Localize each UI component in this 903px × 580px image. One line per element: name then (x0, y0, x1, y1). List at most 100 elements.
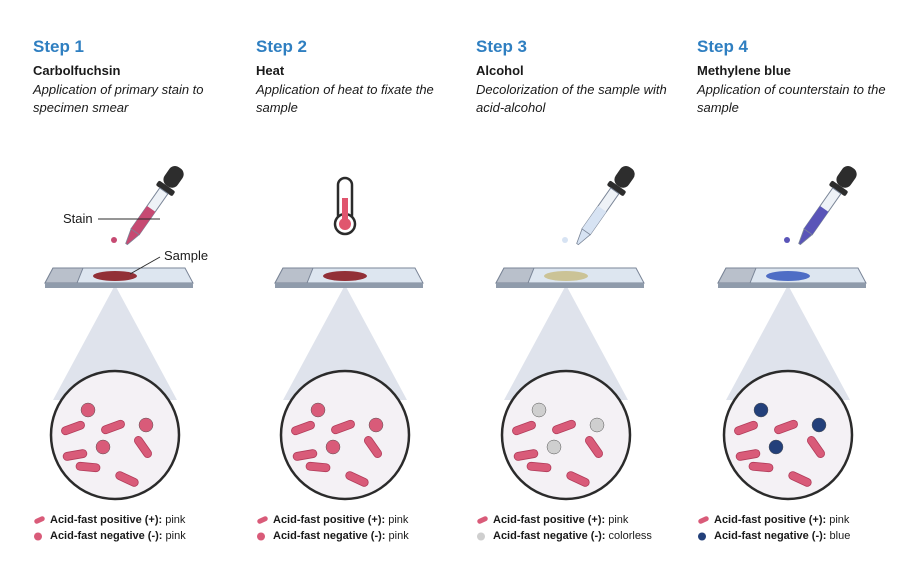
coccus-icon (34, 532, 42, 541)
acid-fast-rod (364, 436, 382, 458)
sample-smear (766, 271, 810, 281)
non-acid-fast-coccus (80, 402, 96, 418)
non-acid-fast-coccus (589, 417, 605, 433)
step-2-illustration (274, 176, 424, 501)
step-description: Application of counterstain to the sampl… (697, 82, 886, 115)
stain-drop (784, 237, 790, 243)
legend-positive-value: pink (388, 514, 409, 526)
stain-drop (562, 237, 568, 243)
non-acid-fast-coccus (546, 439, 562, 455)
reagent-name: Carbolfuchsin (33, 63, 121, 78)
magnification-cone (53, 285, 177, 400)
step-title: Step 4 (697, 37, 749, 56)
coccus-icon (257, 532, 265, 541)
step-title: Step 2 (256, 37, 308, 56)
sample-smear (544, 271, 588, 281)
acid-fast-rod (748, 461, 774, 473)
dropper-icon (576, 166, 635, 246)
step-description: Application of primary stain to specimen… (33, 82, 204, 115)
legend-positive: Acid-fast positive (+): pink (256, 513, 408, 527)
step-1-illustration (44, 166, 194, 501)
legend-positive-value: pink (608, 514, 629, 526)
legend-positive: Acid-fast positive (+): pink (476, 513, 628, 527)
acid-fast-rod (134, 436, 152, 458)
acid-fast-rod (345, 471, 369, 487)
legend-negative: Acid-fast negative (-): colorless (476, 529, 652, 543)
rod-icon (477, 515, 488, 524)
acid-fast-rod (734, 420, 758, 436)
legend-negative: Acid-fast negative (-): pink (256, 529, 409, 543)
sample-callout-line (129, 256, 161, 275)
acid-fast-rod (75, 461, 101, 473)
rod-icon (257, 515, 268, 524)
legend-positive-label: Acid-fast positive (+): (50, 514, 163, 526)
legend-negative-label: Acid-fast negative (-): (493, 530, 606, 542)
reagent-name: Alcohol (476, 63, 524, 78)
legend-negative-label: Acid-fast negative (-): (273, 530, 386, 542)
step-title: Step 3 (476, 37, 528, 56)
legend-negative-value: colorless (608, 530, 652, 542)
non-acid-fast-coccus (811, 417, 827, 433)
legend-positive-label: Acid-fast positive (+): (493, 514, 606, 526)
acid-fast-rod (62, 449, 88, 461)
coccus-icon (698, 532, 706, 541)
non-acid-fast-coccus (531, 402, 547, 418)
step-4-illustration (717, 166, 867, 501)
legend-negative: Acid-fast negative (-): pink (33, 529, 186, 543)
sample-smear (323, 271, 367, 281)
non-acid-fast-coccus (95, 439, 111, 455)
acid-fast-rod (788, 471, 812, 487)
acid-fast-rod (585, 436, 603, 458)
legend-positive: Acid-fast positive (+): pink (697, 513, 849, 527)
acid-fast-rod (331, 419, 355, 435)
acid-fast-rod (807, 436, 825, 458)
thermometer-icon (333, 176, 357, 236)
legend-negative-value: blue (829, 530, 851, 542)
legend-positive: Acid-fast positive (+): pink (33, 513, 185, 527)
magnification-cone (504, 285, 628, 400)
step-4-column: Step 4 Methylene blue Application of cou… (697, 0, 903, 580)
reagent-name: Methylene blue (697, 63, 791, 78)
step-description: Decolorization of the sample with acid-a… (476, 82, 667, 115)
step-title: Step 1 (33, 37, 85, 56)
acid-fast-rod (526, 461, 552, 473)
acid-fast-rod (513, 449, 539, 461)
sample-smear (93, 271, 137, 281)
magnification-cone (283, 285, 407, 400)
acid-fast-rod (61, 420, 85, 436)
dropper-icon (125, 166, 184, 246)
sample-label: Sample (164, 248, 209, 263)
legend-positive-value: pink (165, 514, 186, 526)
legend-positive-label: Acid-fast positive (+): (273, 514, 386, 526)
stain-label: Stain (63, 211, 93, 226)
acid-fast-rod (101, 419, 125, 435)
non-acid-fast-coccus (753, 402, 769, 418)
acid-fast-rod (735, 449, 761, 461)
acid-fast-rod (512, 420, 536, 436)
non-acid-fast-coccus (768, 439, 784, 455)
acid-fast-rod (115, 471, 139, 487)
magnification-cone (726, 285, 850, 400)
step-2-column: Step 2 Heat Application of heat to fixat… (256, 0, 476, 580)
legend-negative-label: Acid-fast negative (-): (50, 530, 163, 542)
non-acid-fast-coccus (325, 439, 341, 455)
non-acid-fast-coccus (368, 417, 384, 433)
legend-positive-value: pink (829, 514, 850, 526)
acid-fast-rod (566, 471, 590, 487)
acid-fast-rod (291, 420, 315, 436)
dropper-icon (798, 166, 857, 246)
rod-icon (34, 515, 45, 524)
non-acid-fast-coccus (310, 402, 326, 418)
step-description: Application of heat to fixate the sample (256, 82, 434, 115)
step-1-column: Step 1 Carbolfuchsin Application of prim… (33, 0, 253, 580)
coccus-icon (477, 532, 485, 541)
stain-drop (111, 237, 117, 243)
non-acid-fast-coccus (138, 417, 154, 433)
reagent-name: Heat (256, 63, 285, 78)
acid-fast-rod (774, 419, 798, 435)
step-3-illustration (495, 166, 645, 501)
acid-fast-rod (552, 419, 576, 435)
legend-positive-label: Acid-fast positive (+): (714, 514, 827, 526)
acid-fast-rod (292, 449, 318, 461)
